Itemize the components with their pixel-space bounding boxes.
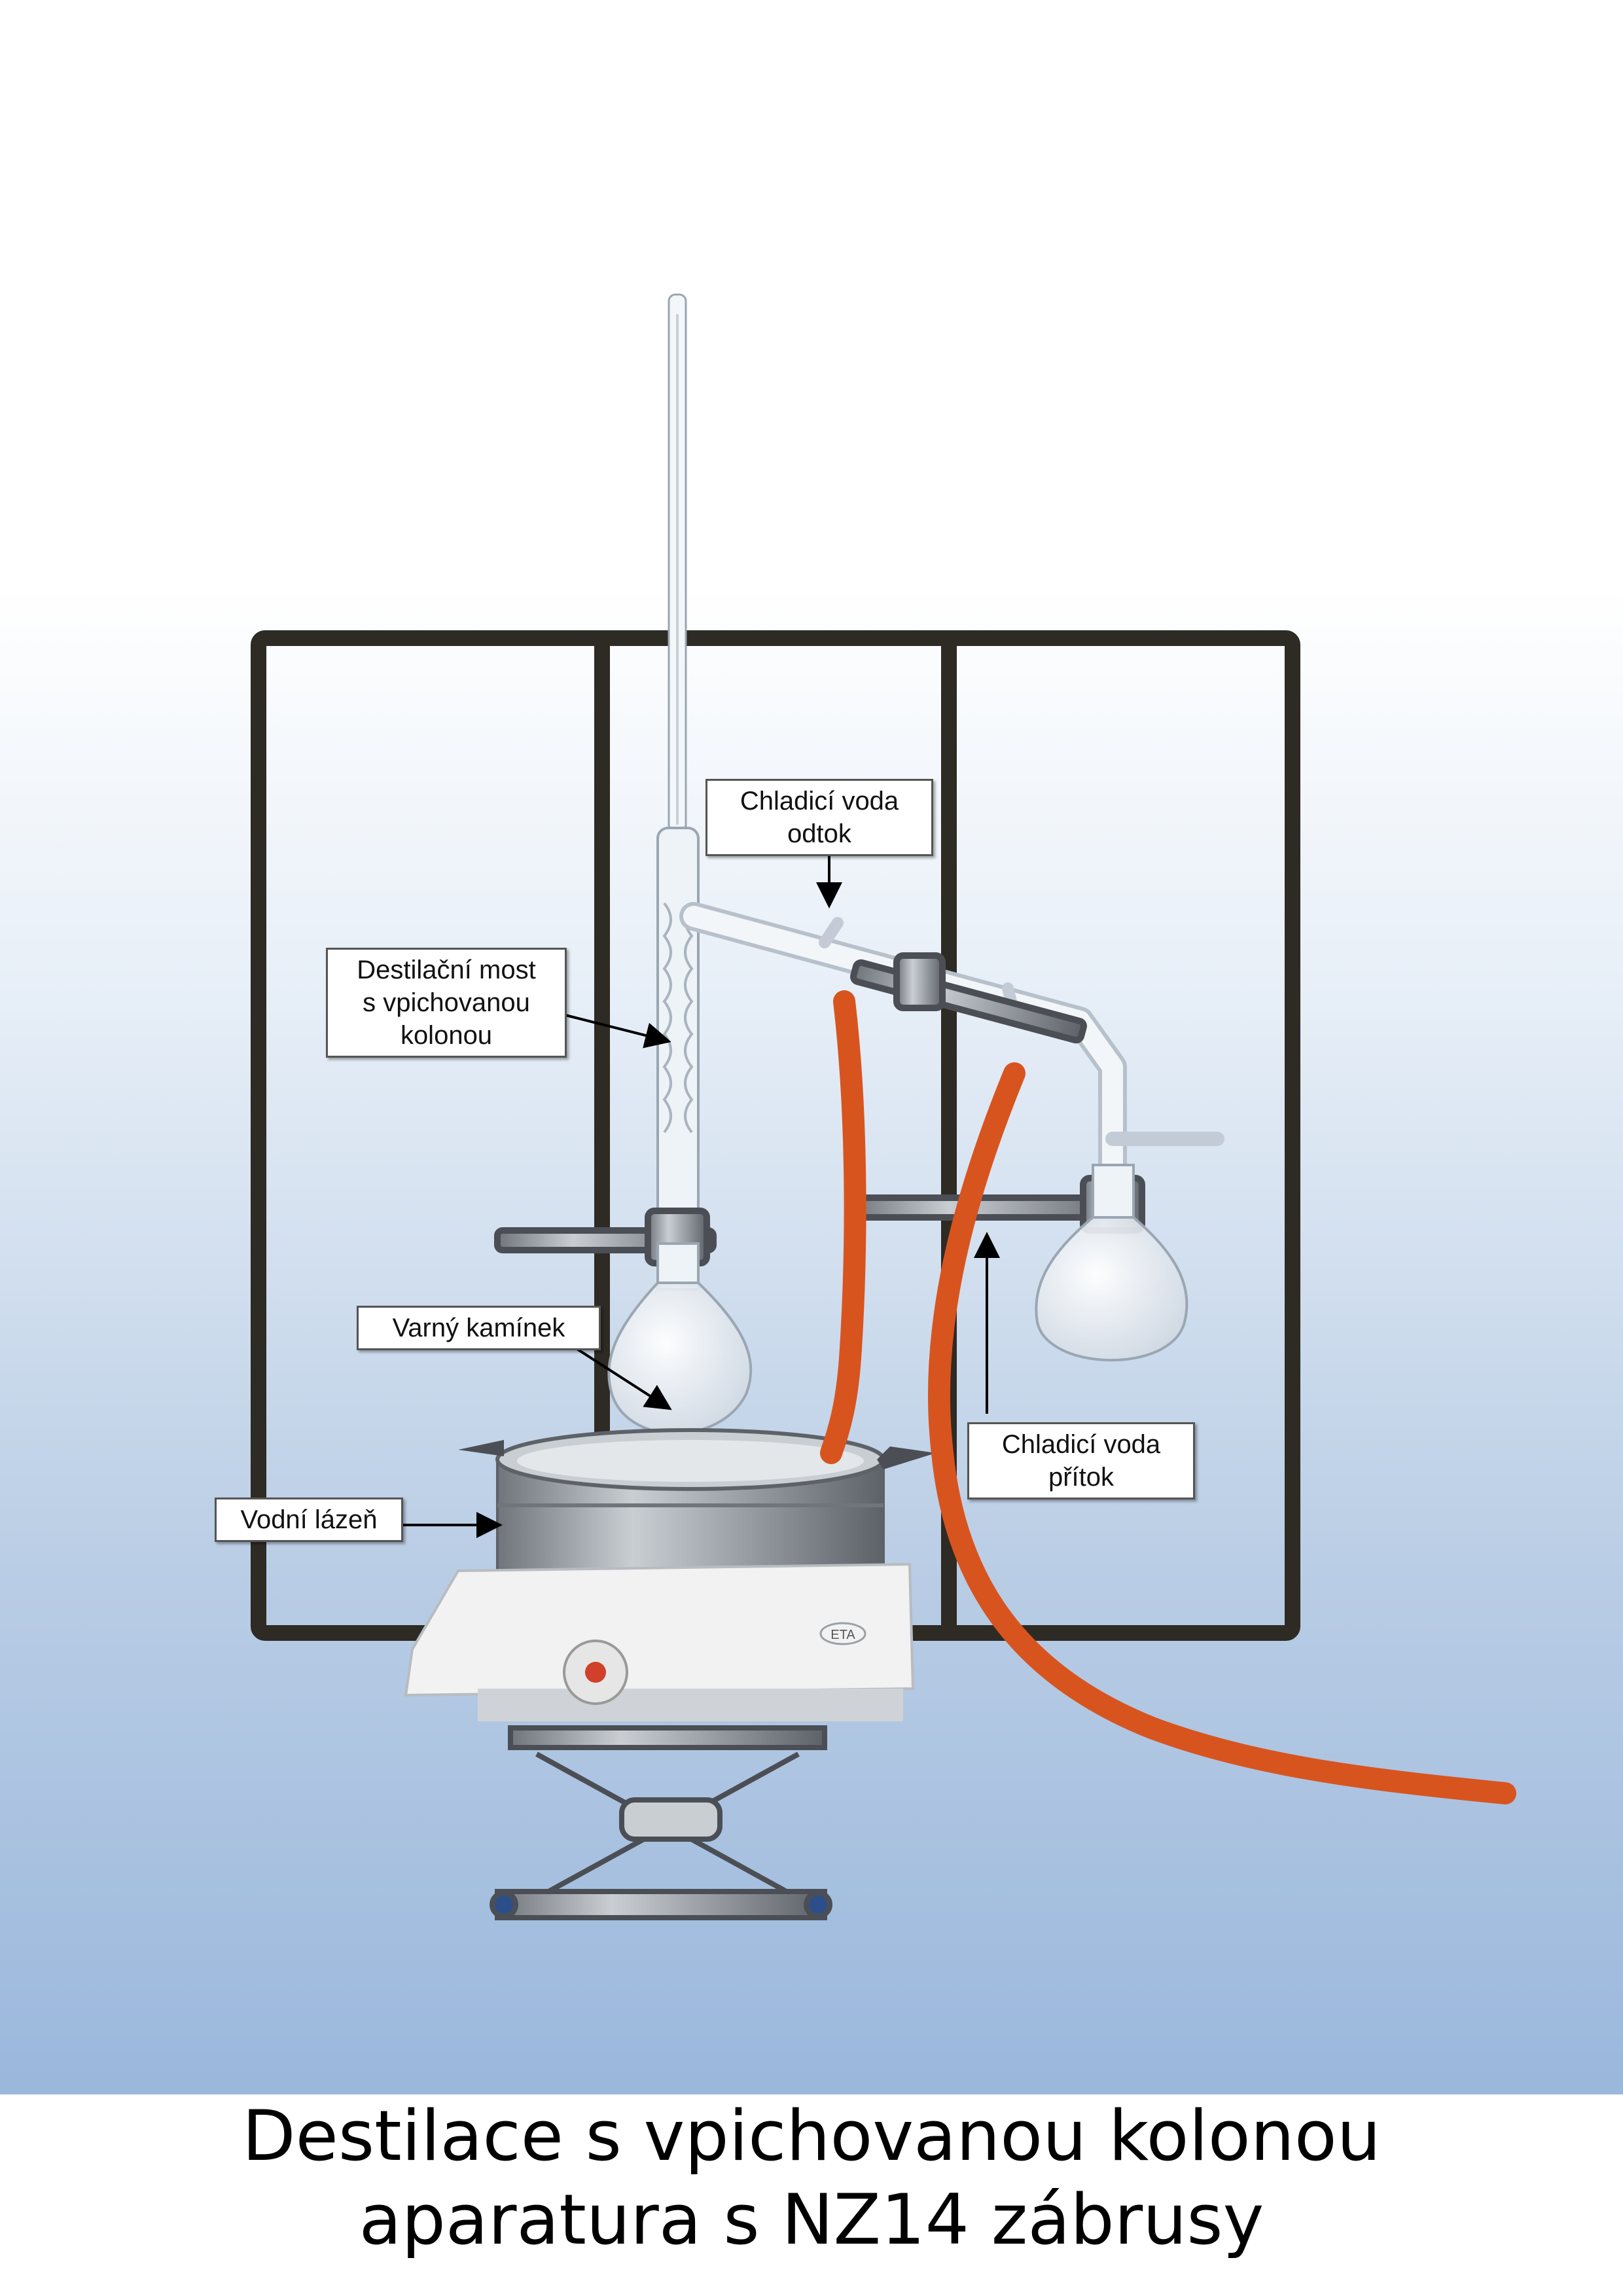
label-cooling-water-inlet-line1: Chladicí voda — [1001, 1430, 1161, 1459]
water-hoses — [820, 990, 1516, 1804]
label-water-bath: Vodní lázeň — [215, 1498, 403, 1542]
caption-line2: aparatura s NZ14 zábrusy — [359, 2179, 1264, 2260]
label-cooling-water-outlet-line1: Chladicí voda — [740, 787, 899, 816]
receiving-flask — [1035, 1164, 1188, 1362]
label-distillation-bridge-line3: kolonou — [400, 1021, 493, 1050]
label-boiling-chip: Varný kamínek — [357, 1306, 601, 1350]
hotplate-logo: ETA — [830, 1628, 855, 1642]
thermometer — [668, 293, 687, 833]
label-distillation-bridge-line2: s vpichovanou — [363, 988, 530, 1017]
label-boiling-chip-line1: Varný kamínek — [392, 1314, 565, 1342]
caption: Destilace s vpichovanou kolonou aparatur… — [0, 2094, 1623, 2296]
lab-jack — [490, 1725, 832, 1920]
boiling-flask — [607, 1242, 753, 1435]
label-cooling-water-inlet-line2: přítok — [1048, 1463, 1115, 1492]
callout-arrows — [397, 854, 1000, 1538]
hot-plate: ETA — [404, 1562, 915, 1721]
apparatus-photo: ETA Chladicí voda odtok — [0, 0, 1623, 2094]
label-cooling-water-outlet-line2: odtok — [787, 819, 851, 848]
label-distillation-bridge-line1: Destilační most — [357, 956, 536, 984]
label-cooling-water-outlet: Chladicí voda odtok — [705, 779, 933, 856]
label-water-bath-line1: Vodní lázeň — [240, 1505, 378, 1534]
vigreux-column — [656, 827, 700, 1248]
caption-line1: Destilace s vpichovanou kolonou — [242, 2096, 1381, 2176]
apparatus-illustration: ETA — [251, 293, 1516, 1920]
label-cooling-water-inlet: Chladicí voda přítok — [967, 1422, 1195, 1499]
label-distillation-bridge: Destilační most s vpichovanou kolonou — [326, 948, 567, 1058]
